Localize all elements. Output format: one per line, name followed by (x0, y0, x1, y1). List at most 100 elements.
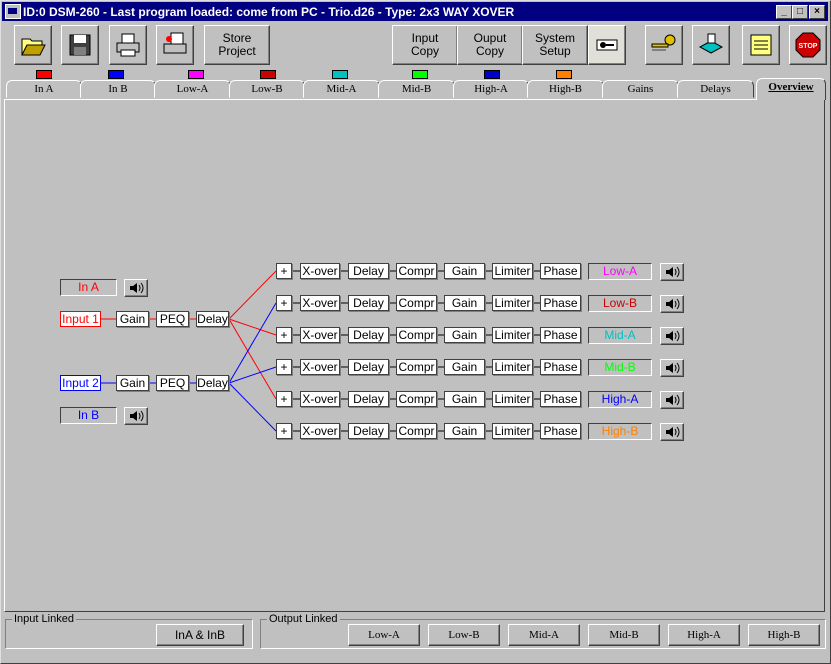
input-copy-button[interactable]: Input Copy (392, 25, 458, 65)
link-high-a-button[interactable]: High-A (668, 624, 740, 646)
input2-peq-box[interactable]: PEQ (156, 375, 189, 391)
output-mute-button-mid-a[interactable] (660, 327, 684, 345)
low-a-delay-box[interactable]: Delay (348, 263, 389, 279)
high-a-xover-box[interactable]: X-over (300, 391, 340, 407)
link-mid-a-button[interactable]: Mid-A (508, 624, 580, 646)
link-low-a-button[interactable]: Low-A (348, 624, 420, 646)
mid-b-gain-box[interactable]: Gain (444, 359, 485, 375)
printer-icon (116, 33, 140, 57)
stop-button[interactable]: STOP (789, 25, 827, 65)
high-a-phase-box[interactable]: Phase (540, 391, 581, 407)
keys-button[interactable] (645, 25, 683, 65)
low-b-gain-box[interactable]: Gain (444, 295, 485, 311)
low-a-plus-box[interactable]: + (276, 263, 292, 279)
low-a-limiter-box[interactable]: Limiter (492, 263, 533, 279)
output-mute-button-low-a[interactable] (660, 263, 684, 281)
low-a-phase-box[interactable]: Phase (540, 263, 581, 279)
in-a-mute-button[interactable] (124, 279, 148, 297)
input2-gain-box[interactable]: Gain (116, 375, 149, 391)
maximize-button[interactable]: □ (792, 5, 808, 19)
input1-gain-box[interactable]: Gain (116, 311, 149, 327)
link-ina-inb-button[interactable]: InA & InB (156, 624, 244, 646)
high-a-compr-box[interactable]: Compr (396, 391, 437, 407)
link-mid-b-button[interactable]: Mid-B (588, 624, 660, 646)
link-high-b-button[interactable]: High-B (748, 624, 820, 646)
high-b-compr-box[interactable]: Compr (396, 423, 437, 439)
system-setup-button[interactable]: System Setup (522, 25, 588, 65)
output-copy-button[interactable]: Ouput Copy (457, 25, 523, 65)
input2-box[interactable]: Input 2 (60, 375, 101, 391)
open-button[interactable] (14, 25, 52, 65)
mid-a-limiter-box[interactable]: Limiter (492, 327, 533, 343)
mid-a-compr-box[interactable]: Compr (396, 327, 437, 343)
high-b-plus-box[interactable]: + (276, 423, 292, 439)
tab-delays[interactable]: Delays (677, 80, 754, 98)
input1-peq-box[interactable]: PEQ (156, 311, 189, 327)
tab-color-low-b (260, 70, 276, 79)
store-project-label: Store Project (218, 31, 256, 58)
tab-high-b[interactable]: High-B (527, 80, 604, 98)
high-a-gain-box[interactable]: Gain (444, 391, 485, 407)
high-b-gain-box[interactable]: Gain (444, 423, 485, 439)
low-b-plus-box[interactable]: + (276, 295, 292, 311)
close-button[interactable]: × (809, 5, 825, 19)
high-b-xover-box[interactable]: X-over (300, 423, 340, 439)
high-b-delay-box[interactable]: Delay (348, 423, 389, 439)
low-a-gain-box[interactable]: Gain (444, 263, 485, 279)
store-project-button[interactable]: Store Project (204, 25, 270, 65)
output-mute-button-high-b[interactable] (660, 423, 684, 441)
mid-b-limiter-box[interactable]: Limiter (492, 359, 533, 375)
mid-a-plus-box[interactable]: + (276, 327, 292, 343)
output-mute-button-mid-b[interactable] (660, 359, 684, 377)
mid-b-xover-box[interactable]: X-over (300, 359, 340, 375)
device-button[interactable] (692, 25, 730, 65)
high-a-delay-box[interactable]: Delay (348, 391, 389, 407)
tab-low-a[interactable]: Low-A (154, 80, 231, 98)
high-a-plus-box[interactable]: + (276, 391, 292, 407)
speaker-icon (130, 282, 144, 294)
tab-mid-a[interactable]: Mid-A (303, 80, 380, 98)
mid-a-delay-box[interactable]: Delay (348, 327, 389, 343)
tab-gains[interactable]: Gains (602, 80, 679, 98)
low-a-compr-box[interactable]: Compr (396, 263, 437, 279)
low-b-delay-box[interactable]: Delay (348, 295, 389, 311)
input1-delay-box[interactable]: Delay (196, 311, 229, 327)
low-b-compr-box[interactable]: Compr (396, 295, 437, 311)
lock-button[interactable] (588, 25, 626, 65)
low-b-xover-box[interactable]: X-over (300, 295, 340, 311)
tab-in-b[interactable]: In B (80, 80, 156, 98)
low-b-limiter-box[interactable]: Limiter (492, 295, 533, 311)
low-a-xover-box[interactable]: X-over (300, 263, 340, 279)
output-mute-button-low-b[interactable] (660, 295, 684, 313)
link-low-b-button[interactable]: Low-B (428, 624, 500, 646)
low-b-phase-box[interactable]: Phase (540, 295, 581, 311)
tab-in-a[interactable]: In A (6, 80, 82, 98)
tab-mid-b[interactable]: Mid-B (378, 80, 455, 98)
input-linked-title: Input Linked (12, 613, 76, 625)
input1-box[interactable]: Input 1 (60, 311, 101, 327)
save-button[interactable] (61, 25, 99, 65)
mid-b-plus-box[interactable]: + (276, 359, 292, 375)
output-label-high-b: High-B (588, 423, 652, 440)
overview-panel (4, 99, 825, 612)
input2-delay-box[interactable]: Delay (196, 375, 229, 391)
tab-low-b[interactable]: Low-B (229, 80, 305, 98)
mid-a-xover-box[interactable]: X-over (300, 327, 340, 343)
print-button[interactable] (109, 25, 147, 65)
mid-a-gain-box[interactable]: Gain (444, 327, 485, 343)
high-b-phase-box[interactable]: Phase (540, 423, 581, 439)
mid-b-delay-box[interactable]: Delay (348, 359, 389, 375)
high-b-limiter-box[interactable]: Limiter (492, 423, 533, 439)
tab-overview[interactable]: Overview (756, 78, 826, 100)
minimize-button[interactable]: _ (776, 5, 792, 19)
mid-a-phase-box[interactable]: Phase (540, 327, 581, 343)
in-b-mute-button[interactable] (124, 407, 148, 425)
notes-button[interactable] (742, 25, 780, 65)
high-a-limiter-box[interactable]: Limiter (492, 391, 533, 407)
tab-high-a[interactable]: High-A (453, 80, 529, 98)
mid-b-phase-box[interactable]: Phase (540, 359, 581, 375)
mid-b-compr-box[interactable]: Compr (396, 359, 437, 375)
print-setup-button[interactable] (156, 25, 194, 65)
tab-color-in-a (36, 70, 52, 79)
output-mute-button-high-a[interactable] (660, 391, 684, 409)
